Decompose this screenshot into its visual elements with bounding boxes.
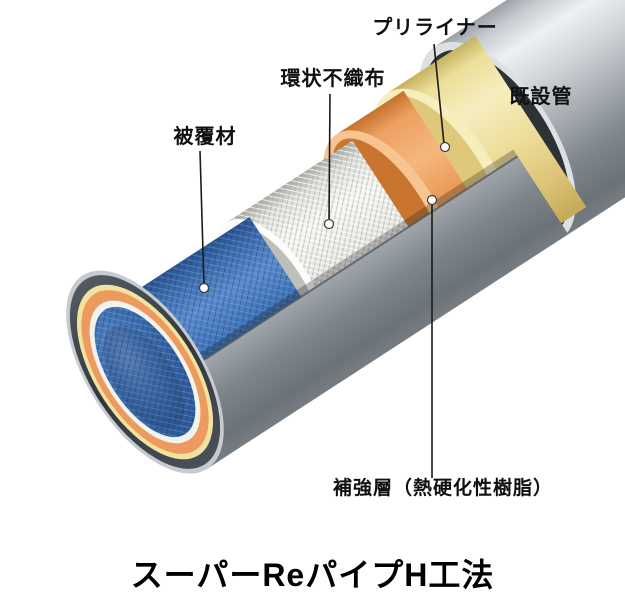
cut-edge-line	[166, 155, 519, 385]
nonwoven-dot	[323, 218, 335, 230]
leader-lines	[199, 43, 445, 478]
preliner-leader-line	[433, 43, 445, 145]
label-covering-material: 被覆材	[173, 126, 237, 148]
label-reinforcement-layer: 補強層（熱硬化性樹脂）	[332, 478, 553, 499]
label-preliner: プリライナー	[372, 17, 498, 39]
covering-leader-line	[199, 150, 205, 287]
diagram-title: スーパーReパイプH工法	[130, 557, 495, 593]
label-existing-pipe: 既設管	[509, 86, 573, 108]
leader-dots	[198, 141, 451, 294]
existing-pipe-front-shell	[115, 156, 569, 474]
pipe-assembly	[66, 0, 625, 474]
label-annular-nonwoven: 環状不織布	[280, 68, 386, 90]
reinforcement-dot	[426, 194, 438, 206]
front-face	[66, 270, 224, 474]
front-face-covering-texture	[94, 306, 196, 438]
cut-shadow	[162, 149, 518, 384]
front-face-inner-shadow	[103, 325, 185, 430]
covering-dot	[198, 282, 210, 294]
nonwoven-leader-line	[328, 93, 331, 223]
preliner-dot	[439, 141, 451, 153]
